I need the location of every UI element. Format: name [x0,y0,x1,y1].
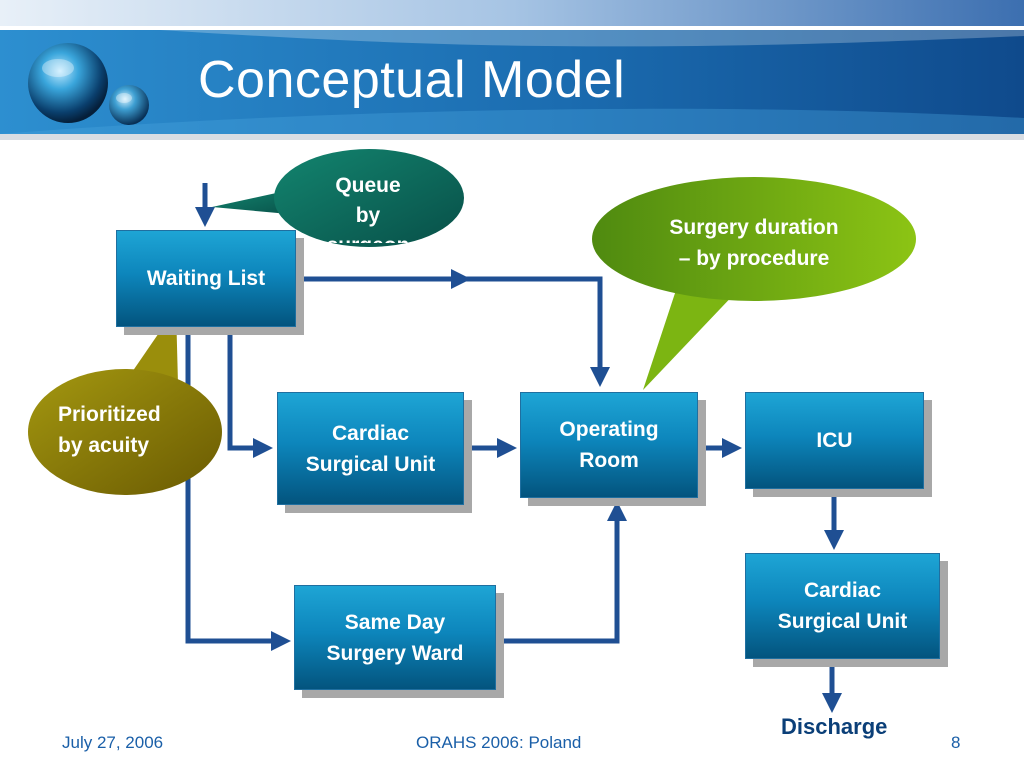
icu-box: ICU [745,392,924,489]
waiting-list-box: Waiting List [116,230,296,327]
operating-room-line-1: Operating [559,418,659,441]
arrow-waiting-list-to-operating-room [297,276,610,387]
queue-callout-line-1: Queue [335,174,401,197]
cardiac-surgical-unit-2-line-2: Surgical Unit [777,610,908,633]
waiting-list-label: Waiting List [146,267,266,290]
duration-callout-bubble [592,177,916,301]
queue-callout-text: Queue by surgeon [300,171,436,243]
cardiac-surgical-unit-box: Cardiac Surgical Unit [277,392,464,505]
prioritized-callout-line-1: Prioritized [58,403,161,426]
same-day-ward-line-1: Same Day [344,610,446,634]
logo-spheres-icon [28,43,149,125]
header-banner [0,0,1024,140]
operating-room-box: Operating Room [520,392,698,498]
discharge-label: Discharge [781,714,888,739]
footer-date: July 27, 2006 [62,733,164,752]
queue-callout-line-2: by [355,204,381,227]
prioritized-callout-text: Prioritized by acuity [58,399,198,461]
cardiac-surgical-unit-line-1: Cardiac [331,421,410,445]
duration-callout-line-1: Surgery duration [669,216,839,239]
page-title: Conceptual Model [198,51,626,109]
same-day-surgery-ward-box: Same Day Surgery Ward [294,585,496,690]
operating-room-line-2: Room [579,449,639,472]
duration-callout-text: Surgery duration – by procedure [630,212,878,274]
duration-callout-line-2: – by procedure [678,247,830,270]
arrow-waiting-list-to-cardiac-unit [227,332,273,458]
cardiac-surgical-unit-post-icu-box: Cardiac Surgical Unit [745,553,940,659]
arrow-waiting-list-to-same-day-ward [185,332,291,651]
prioritized-callout-tail [128,308,178,384]
slide-header [0,0,1024,140]
queue-callout-bubble [274,149,464,247]
cardiac-surgical-unit-line-2: Surgical Unit [305,452,436,476]
cardiac-surgical-unit-2-line-1: Cardiac [803,579,882,602]
prioritized-callout-bubble [28,369,222,495]
footer-page-number: 8 [951,733,961,752]
duration-callout-tail [643,278,740,390]
icu-label: ICU [816,429,853,452]
queue-callout-line-3: surgeon [300,231,436,243]
arrow-same-day-ward-to-operating-room [496,501,627,644]
footer-conference: ORAHS 2006: Poland [416,733,582,752]
same-day-ward-line-2: Surgery Ward [326,641,464,665]
prioritized-callout-line-2: by acuity [58,434,150,457]
